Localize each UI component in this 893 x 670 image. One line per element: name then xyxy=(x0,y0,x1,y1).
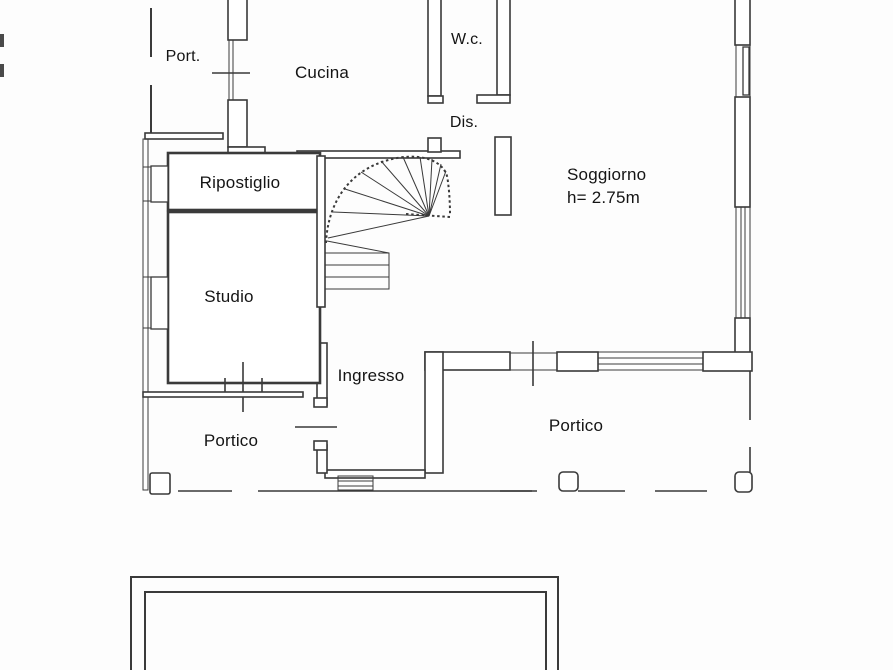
window-sash-icon xyxy=(742,46,750,96)
wc-walls xyxy=(427,0,511,104)
left-outer-wall xyxy=(142,8,224,491)
pillar-icon xyxy=(149,472,171,495)
label-portico-right: Portico xyxy=(548,416,604,435)
stair-hall-west-wall xyxy=(316,155,326,308)
studio-room xyxy=(150,210,322,412)
stair-hall-north-wall xyxy=(296,137,461,159)
label-soggiorno-name: Soggiorno xyxy=(567,165,647,184)
stair-treads xyxy=(327,156,447,239)
label-ripostiglio: Ripostiglio xyxy=(199,173,281,192)
window-triple-icon xyxy=(735,206,751,319)
portico-left-structure xyxy=(142,391,537,495)
label-soggiorno-height: h= 2.75m xyxy=(567,188,640,208)
entry-steps-icon xyxy=(337,475,374,491)
soggiorno-south-wall xyxy=(424,341,753,386)
ripostiglio-room xyxy=(150,151,322,212)
label-dis: Dis. xyxy=(449,114,479,131)
label-soggiorno: Soggiorno h= 2.75m xyxy=(567,163,646,210)
lower-terrace-outline xyxy=(130,576,559,670)
spiral-staircase-icon xyxy=(324,155,451,290)
label-portico-left: Portico xyxy=(203,431,259,450)
cucina-west-wall xyxy=(212,0,266,154)
label-studio: Studio xyxy=(204,287,254,306)
pillar-icon xyxy=(558,471,579,492)
pillar-icon xyxy=(734,471,753,493)
window-icon xyxy=(150,165,169,203)
long-window-icon xyxy=(597,351,704,371)
east-outer-wall xyxy=(734,0,751,355)
soggiorno-west-wall xyxy=(494,136,512,216)
window-icon xyxy=(150,276,169,330)
label-wc: W.c. xyxy=(451,31,483,48)
label-ingresso: Ingresso xyxy=(337,366,405,385)
portico-right-structure xyxy=(500,371,753,493)
label-cucina: Cucina xyxy=(294,63,350,82)
label-port: Port. xyxy=(165,48,201,65)
